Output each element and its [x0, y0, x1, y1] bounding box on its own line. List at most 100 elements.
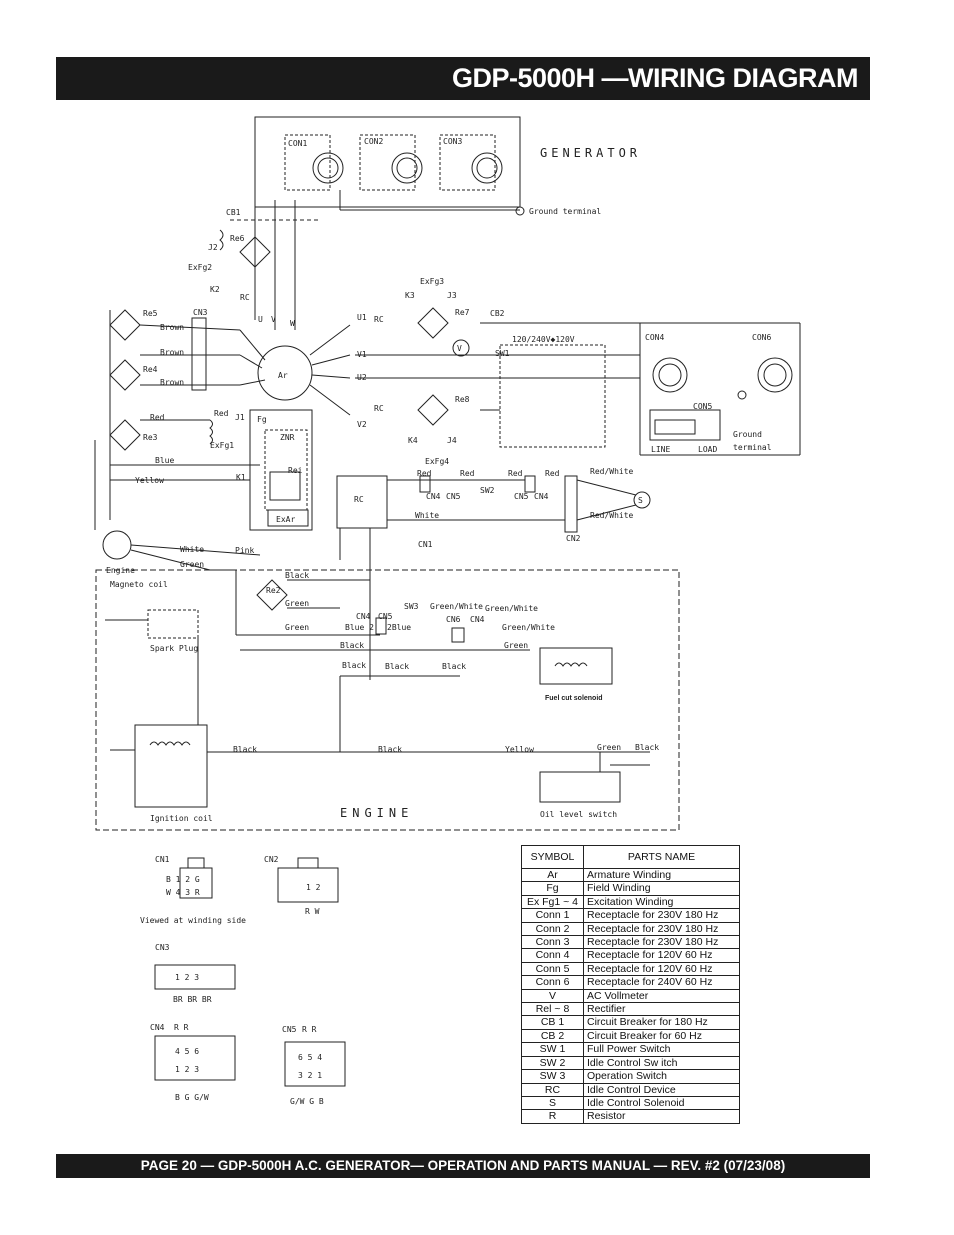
wire-label-white-rc: White [415, 511, 439, 520]
exfg2-label: ExFg2 [188, 263, 212, 272]
parts-name-cell: Receptacle for 120V 60 Hz [583, 948, 740, 963]
wire-green [130, 549, 211, 571]
line-label: LINE [651, 445, 670, 454]
symbol-cell: Ar [521, 867, 584, 883]
cn5-pinout-label: CN5 [282, 1025, 297, 1034]
cn5-label-lower: CN5 [378, 612, 393, 621]
wire-label-pink: Pink [235, 546, 254, 555]
wire-label-black-mid: Black [385, 662, 409, 671]
fg-label: Fg [257, 415, 267, 424]
wire-v1 [311, 354, 351, 366]
j2-label: J2 [208, 243, 218, 252]
symbol-cell: Conn 5 [521, 961, 584, 977]
re6-rectifier [239, 236, 271, 268]
symbol-cell: Conn 6 [521, 975, 584, 990]
re5-label: Re5 [143, 309, 158, 318]
rei-label: Rei [288, 466, 303, 475]
cn4-cn5-plug [419, 475, 431, 493]
k3-label: K3 [405, 291, 415, 300]
page-title: GDP-5000H —WIRING DIAGRAM [451, 63, 859, 93]
cn3-pinout [154, 964, 236, 990]
wire-brown-1 [139, 324, 241, 331]
symbol-header: SYMBOL [521, 845, 584, 869]
wire-label-black-engine: Black [378, 745, 402, 754]
symbol-cell: R [521, 1109, 584, 1124]
parts-name-cell: Full Power Switch [583, 1042, 740, 1057]
fuel-cut-solenoid [539, 647, 613, 685]
cn3-pinout-label: CN3 [155, 943, 170, 952]
cn5-pins-above: R R [302, 1025, 317, 1034]
wire [239, 329, 266, 361]
s-label: S [638, 496, 643, 505]
cn5-label-mid: CN5 [446, 492, 461, 501]
con2-label: CON2 [364, 137, 383, 146]
k4-label: K4 [408, 436, 418, 445]
wire-label-red-white-2: Red/White [590, 511, 634, 520]
wire-label-red: Red [150, 413, 165, 422]
engine-magneto-label-a: Engine [106, 566, 135, 575]
ignition-coil-winding [149, 741, 191, 746]
parts-name-cell: Receptacle for 240V 60 Hz [583, 975, 740, 990]
symbol-cell: Ex Fg1 ~ 4 [521, 894, 584, 910]
wire-label-green-oil: Green [597, 743, 621, 752]
symbol-cell: SW 3 [521, 1069, 584, 1084]
parts-name-cell: Resistor [583, 1109, 740, 1124]
green-white-label-1: Green/White [430, 602, 483, 611]
wire-label-white: White [180, 545, 204, 554]
symbol-cell: Conn 4 [521, 948, 584, 963]
spark-plug [147, 609, 199, 639]
wire-label-red-sw2: Red [460, 469, 475, 478]
con6-receptacle-inner [763, 363, 787, 387]
parts-name-cell: Circuit Breaker for 60 Hz [583, 1028, 740, 1044]
cn4-pins-bottom: 1 2 3 [175, 1065, 199, 1074]
parts-name-cell: Receptacle for 230V 180 Hz [583, 935, 740, 950]
ignition-coil-label: Ignition coil [150, 814, 213, 823]
re4-rectifier [109, 359, 141, 391]
re4-label: Re4 [143, 365, 158, 374]
wire-label-brown-2: Brown [160, 348, 184, 357]
cn4-pins-above: R R [174, 1023, 189, 1032]
ground-terminal-2-symbol [737, 390, 747, 400]
re2-label: Re2 [266, 586, 281, 595]
v-meter-label: V [457, 344, 462, 353]
symbol-cell: Conn 2 [521, 921, 584, 937]
wire-label-red-cn5: Red [508, 469, 523, 478]
footer-text: PAGE 20 — GDP-5000H A.C. GENERATOR— OPER… [140, 1158, 786, 1173]
parts-name-cell: Operation Switch [583, 1069, 740, 1084]
blue-2-label: 2Blue [387, 623, 411, 632]
wire [239, 379, 266, 386]
armature-winding [257, 345, 313, 401]
generator-top-bus [254, 116, 521, 208]
parts-name-cell: Idle Control Device [583, 1082, 740, 1097]
symbol-cell: Conn 3 [521, 935, 584, 950]
cn3-pins-under: BR BR BR [173, 995, 212, 1004]
re3-label: Re3 [143, 433, 158, 442]
wire-label-brown-1: Brown [160, 323, 184, 332]
wire-u2 [311, 374, 351, 379]
cn3-connector [191, 317, 207, 391]
engine-section [95, 569, 680, 831]
load-label: LOAD [698, 445, 717, 454]
con3-receptacle-inner [476, 157, 498, 179]
blue2-label: Blue 2 [345, 623, 374, 632]
ar-label: Ar [278, 371, 288, 380]
con4-label: CON4 [645, 333, 664, 342]
cn5-pins-bottom: 3 2 1 [298, 1071, 322, 1080]
cn5-pins-top: 6 5 4 [298, 1053, 322, 1062]
v-label: V [271, 315, 276, 324]
con3-label: CON3 [443, 137, 462, 146]
parts-name-cell: Idle Control Sw itch [583, 1055, 740, 1071]
green-white-label-3: Green/White [502, 623, 555, 632]
re7-label: Re7 [455, 308, 470, 317]
cn4-label-mid: CN4 [426, 492, 441, 501]
header-bar: GDP-5000H —WIRING DIAGRAM [56, 57, 870, 100]
cn4-pins-under: B G G/W [175, 1093, 209, 1102]
symbol-cell: V [521, 988, 584, 1004]
